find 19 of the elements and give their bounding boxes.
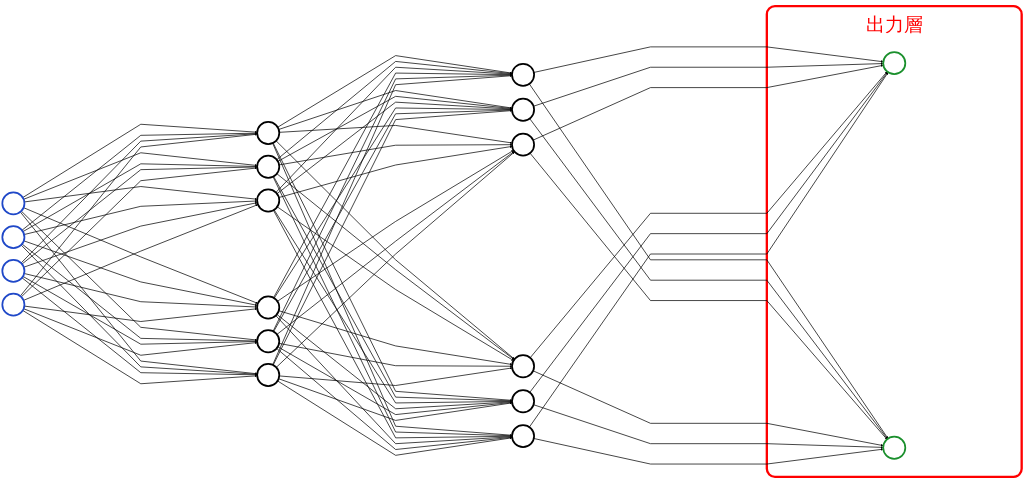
node-circle: [882, 51, 907, 76]
node-circle: [256, 188, 281, 213]
node-circle: [1, 258, 26, 283]
node-circle: [511, 424, 535, 449]
node-circle: [511, 97, 535, 122]
cluster: 出力層: [765, 5, 1023, 478]
node-circle: [256, 363, 281, 387]
node-circle: [511, 62, 535, 87]
node-circle: [511, 389, 535, 414]
node-circle: [256, 121, 281, 145]
node-circle: [256, 295, 281, 320]
node-circle: [256, 154, 281, 179]
node-circle: [511, 354, 535, 379]
node-circle: [882, 435, 907, 460]
node-circle: [511, 132, 535, 157]
node-circle: [1, 225, 26, 250]
node-circle: [1, 191, 26, 216]
node-circle: [1, 292, 26, 317]
node-circle: [256, 329, 281, 354]
